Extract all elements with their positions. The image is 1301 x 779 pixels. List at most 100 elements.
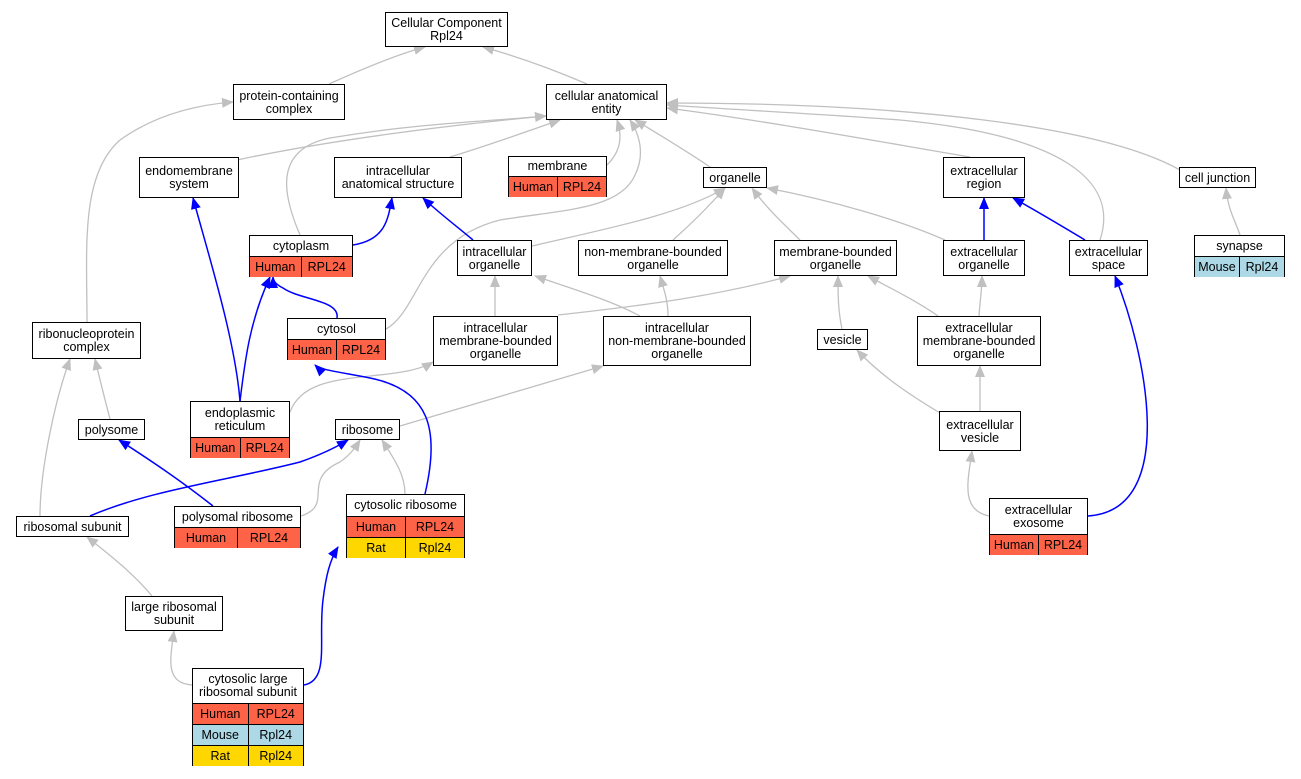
go-term-label: membrane <box>527 159 588 173</box>
gene-cell: RPL24 <box>237 528 300 548</box>
edge-synapse-to-cell-junction <box>1222 187 1241 236</box>
species-cell: Human <box>291 343 333 357</box>
gene-cell: RPL24 <box>336 340 385 360</box>
edge-extracellular-organelle-to-organelle <box>766 185 946 241</box>
graph-edges <box>39 45 1241 686</box>
edge-cytosolic-large-ribosomal-subunit-to-large-ribosomal-subunit <box>167 630 193 686</box>
go-term-label: extracellular space <box>1074 244 1143 272</box>
go-term-node-ribosome[interactable]: ribosome <box>335 419 400 440</box>
edge-extracellular-space-to-extracellular-region <box>1012 197 1086 241</box>
edge-membrane-to-cellular-anatomical-entity <box>606 119 626 166</box>
go-term-node-cellular-anatomical-entity[interactable]: cellular anatomical entity <box>546 84 667 120</box>
go-term-label: cytosolic ribosome <box>354 498 457 512</box>
go-term-label: cytosol <box>317 321 356 336</box>
annotation-row-human: Human RPL24 <box>175 527 300 548</box>
edge-cytosol-to-cytoplasm <box>268 276 338 319</box>
go-term-node-organelle[interactable]: organelle <box>703 167 767 188</box>
edge-vesicle-to-membrane-bounded-organelle <box>833 275 844 330</box>
edge-endomembrane-system-to-cellular-anatomical-entity <box>236 112 547 161</box>
go-term-node-ribosomal-subunit[interactable]: ribosomal subunit <box>16 516 129 537</box>
go-term-node-intracellular-non-membrane-bounded-organelle[interactable]: intracellular non-membrane-bounded organ… <box>603 316 751 366</box>
edge-ribosomal-subunit-to-ribosome <box>89 439 349 517</box>
go-term-node-large-ribosomal-subunit[interactable]: large ribosomal subunit <box>125 596 223 631</box>
edge-extracellular-exosome-to-extracellular-vesicle <box>965 450 990 517</box>
gene-cell: Rpl24 <box>247 725 304 745</box>
go-term-label: synapse <box>1216 238 1263 253</box>
go-term-node-intracellular-membrane-bounded-organelle[interactable]: intracellular membrane-bounded organelle <box>433 316 558 366</box>
go-term-label: large ribosomal subunit <box>131 600 217 627</box>
edge-polysome-to-ribonucleoprotein-complex <box>92 358 111 420</box>
go-term-label: endomembrane system <box>145 164 233 191</box>
go-term-node-polysome[interactable]: polysome <box>78 419 145 440</box>
go-term-node-intracellular-anatomical-structure[interactable]: intracellular anatomical structure <box>334 157 462 198</box>
go-term-node-endomembrane-system[interactable]: endomembrane system <box>139 157 239 198</box>
go-term-node-non-membrane-bounded-organelle[interactable]: non-membrane-bounded organelle <box>578 240 728 276</box>
edge-ribosomal-subunit-to-ribonucleoprotein-complex <box>39 358 71 517</box>
edge-endoplasmic-reticulum-to-endomembrane-system <box>191 197 241 402</box>
go-term-label: intracellular membrane-bounded organelle <box>439 321 552 361</box>
go-term-label: cytoplasm <box>272 238 330 253</box>
edge-cellular-anatomical-entity-to-cellular-component <box>482 45 588 85</box>
edge-cytosolic-ribosome-to-ribosome <box>381 439 406 495</box>
go-term-label: intracellular organelle <box>462 244 527 272</box>
species-cell: Mouse <box>1198 260 1236 274</box>
species-cell: Human <box>185 531 227 545</box>
go-term-node-vesicle[interactable]: vesicle <box>817 329 868 350</box>
go-term-label: intracellular anatomical structure <box>341 164 455 191</box>
go-term-label: intracellular non-membrane-bounded organ… <box>608 321 746 361</box>
go-term-node-extracellular-vesicle[interactable]: extracellular vesicle <box>939 411 1021 451</box>
gene-cell: RPL24 <box>1038 535 1087 555</box>
go-term-node-ribonucleoprotein-complex[interactable]: ribonucleoprotein complex <box>32 322 141 359</box>
go-term-node-membrane-bounded-organelle[interactable]: membrane-bounded organelle <box>774 240 897 276</box>
species-cell: Human <box>195 441 236 455</box>
go-term-node-extracellular-organelle[interactable]: extracellular organelle <box>943 240 1025 276</box>
edge-non-membrane-bounded-organelle-to-organelle <box>672 187 726 241</box>
edge-intracellular-anatomical-structure-to-cellular-anatomical-entity <box>449 118 561 158</box>
edge-extracellular-membrane-bounded-organelle-to-membrane-bounded-organelle <box>867 275 939 317</box>
go-term-node-cell-junction[interactable]: cell junction <box>1179 167 1256 188</box>
go-term-label: cellular anatomical entity <box>554 88 659 116</box>
go-term-label: polysomal ribosome <box>181 509 294 524</box>
edge-protein-containing-complex-to-cellular-component <box>328 45 426 85</box>
edge-endoplasmic-reticulum-to-cytoplasm <box>239 276 271 402</box>
species-cell: Human <box>993 538 1035 552</box>
edge-polysomal-ribosome-to-ribosome <box>300 439 361 517</box>
go-term-node-extracellular-region[interactable]: extracellular region <box>943 157 1025 198</box>
go-term-node-extracellular-space[interactable]: extracellular space <box>1069 240 1148 276</box>
go-term-node-cellular-component[interactable]: Cellular Component Rpl24 <box>385 12 508 47</box>
edge-polysomal-ribosome-to-polysome <box>118 439 214 507</box>
species-cell: Human <box>355 520 397 534</box>
gene-cell: Rpl24 <box>1239 257 1284 277</box>
edge-ribosome-to-intracellular-non-membrane-bounded-organelle <box>399 364 604 427</box>
edge-extracellular-exosome-to-extracellular-space <box>1087 275 1149 517</box>
species-cell: Rat <box>210 749 230 763</box>
go-term-label: ribonucleoprotein complex <box>38 327 135 354</box>
go-term-node-extracellular-membrane-bounded-organelle[interactable]: extracellular membrane-bounded organelle <box>917 316 1041 366</box>
go-term-node-protein-containing-complex[interactable]: protein-containing complex <box>233 84 345 120</box>
edge-intracellular-membrane-bounded-organelle-to-membrane-bounded-organelle <box>557 274 791 316</box>
edge-extracellular-vesicle-to-vesicle <box>856 349 941 414</box>
go-term-label: non-membrane-bounded organelle <box>584 244 722 272</box>
go-term-label: extracellular vesicle <box>946 417 1014 445</box>
edge-cytoplasm-to-cellular-anatomical-entity <box>285 112 547 236</box>
go-term-node-intracellular-organelle[interactable]: intracellular organelle <box>457 240 532 276</box>
gene-cell: Rpl24 <box>247 746 304 766</box>
go-term-label: Cellular Component Rpl24 <box>391 16 502 43</box>
go-term-label: extracellular membrane-bounded organelle <box>922 321 1036 361</box>
edge-cytosolic-ribosome-to-cytosol <box>314 364 432 495</box>
edge-extracellular-region-to-cellular-anatomical-entity <box>666 104 971 158</box>
